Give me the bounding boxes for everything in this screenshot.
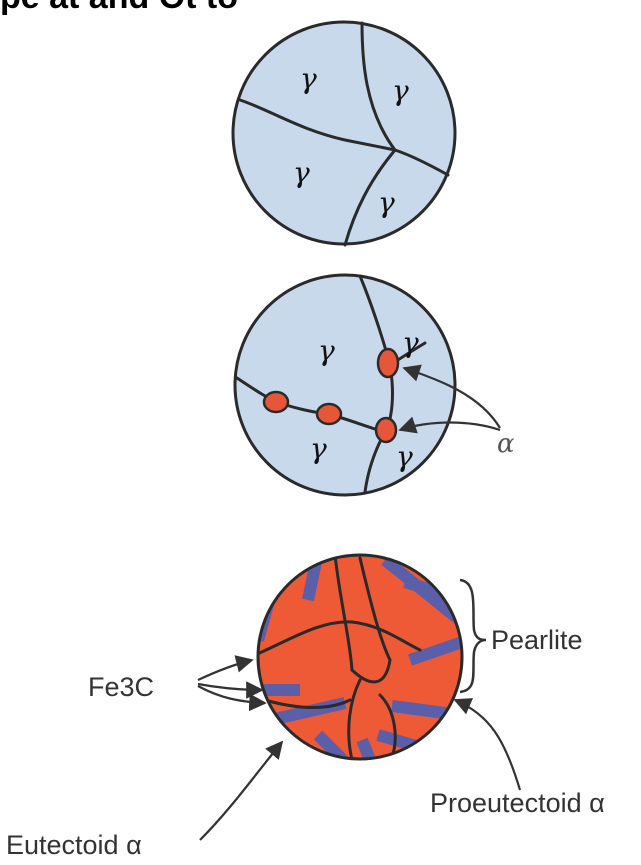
stage2-circle	[235, 275, 455, 495]
fe3c-pointer-arrow	[198, 684, 262, 690]
stage1-austenite-grains: γ γ γ γ	[233, 22, 455, 245]
ferrite-nucleus	[317, 404, 341, 424]
stage3-pearlite: Pearlite Fe3C Proeutectoid α Eutectoid α	[6, 552, 605, 860]
proeutectoid-pointer-arrow	[455, 700, 520, 790]
alpha-label: α	[497, 429, 515, 459]
stage1-gamma-label: γ	[392, 74, 409, 107]
stage2-gamma-label: γ	[318, 334, 335, 367]
ferrite-nucleus	[378, 349, 398, 377]
stage1-gamma-label: γ	[378, 186, 395, 219]
eutectoid-label: Eutectoid α	[6, 830, 142, 860]
eutectoid-pointer-arrow	[200, 742, 282, 840]
stage2-gamma-label: γ	[396, 440, 413, 473]
proeutectoid-label: Proeutectoid α	[430, 788, 605, 818]
ferrite-nucleus	[376, 418, 396, 442]
stage2-gamma-label: γ	[402, 326, 419, 359]
pearlite-label: Pearlite	[491, 625, 583, 655]
stage1-gamma-label: γ	[300, 62, 317, 95]
fe3c-label: Fe3C	[88, 672, 154, 702]
stage2-gamma-label: γ	[310, 432, 327, 465]
fe3c-pointer-arrow	[198, 660, 252, 680]
stage2-ferrite-nucleation: γ γ γ γ α	[235, 275, 515, 495]
stage1-circle	[233, 22, 455, 244]
stage1-gamma-label: γ	[293, 156, 310, 189]
pearlite-brace	[460, 580, 486, 692]
ferrite-nucleus	[264, 392, 288, 412]
